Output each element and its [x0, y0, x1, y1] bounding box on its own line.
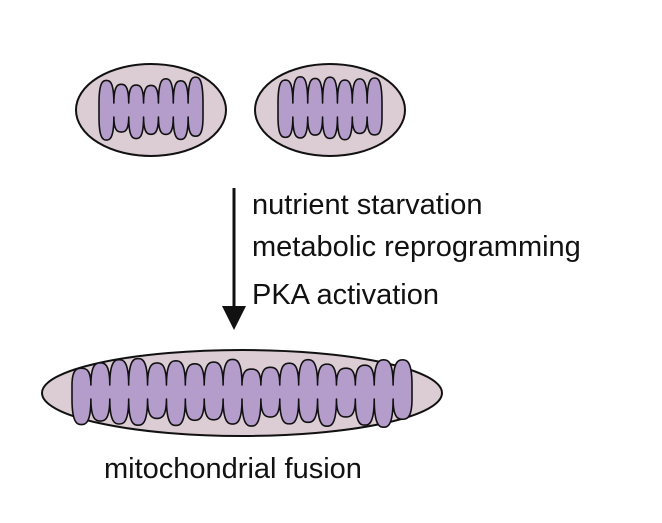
label-pka-activation: PKA activation [252, 279, 439, 311]
label-nutrient-starvation: nutrient starvation [252, 189, 483, 221]
label-metabolic-reprogramming: metabolic reprogramming [252, 231, 581, 263]
mitochondrion-left-cristae [98, 76, 204, 141]
mitochondrion-fused-cristae [71, 357, 413, 428]
label-mitochondrial-fusion: mitochondrial fusion [104, 453, 362, 485]
mitochondrion-right-cristae [277, 76, 383, 141]
mitochondrion-fused [41, 349, 443, 437]
mitochondrion-left [75, 63, 227, 157]
mitochondrion-right [254, 63, 406, 157]
